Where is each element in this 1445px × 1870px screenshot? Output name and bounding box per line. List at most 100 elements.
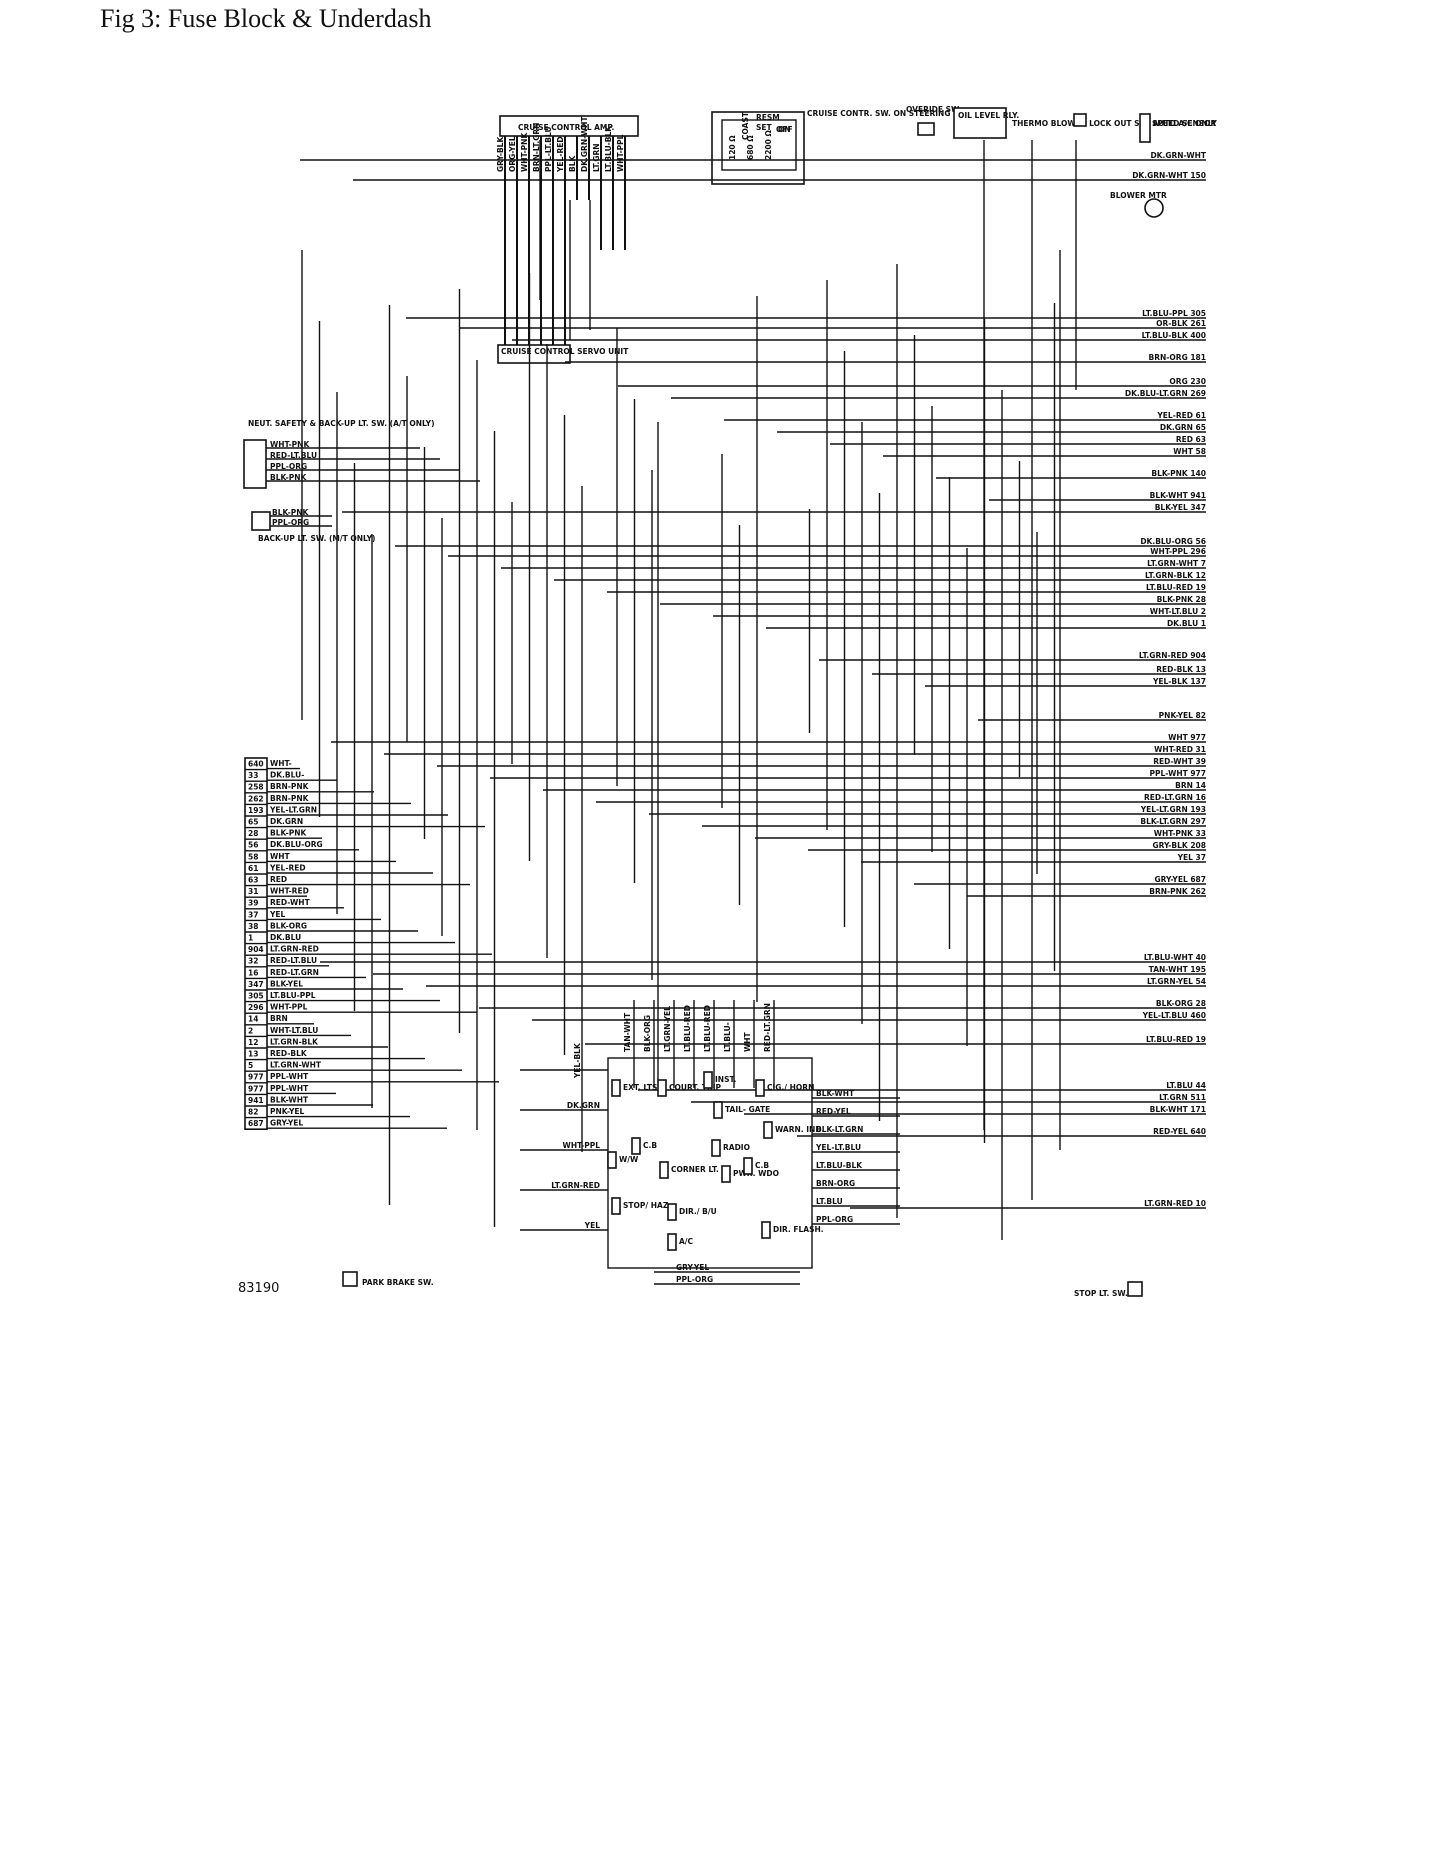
fuse-label: DIR./ B/U bbox=[679, 1207, 717, 1216]
left-connector-wire-label: RED-LT.BLU bbox=[270, 956, 317, 965]
fuse-top-wire-label: LT.BLU-RED bbox=[683, 1005, 692, 1052]
left-connector-wire-label: GRY-YEL bbox=[270, 1119, 303, 1128]
right-wire-label: LT.BLU-RED 19 bbox=[1146, 583, 1206, 592]
harness-verticals bbox=[301, 140, 1077, 1240]
blower-motor-label: BLOWER MTR bbox=[1110, 191, 1167, 200]
right-wire-label: BLK-PNK 140 bbox=[1151, 469, 1206, 478]
right-wire-label: BLK-YEL 347 bbox=[1155, 503, 1206, 512]
fuse-top-wire-label: RED-LT.GRN bbox=[763, 1003, 772, 1052]
fuse-top-wire-label: TAN-WHT bbox=[623, 1012, 632, 1052]
left-connector-wire-label: BLK-WHT bbox=[270, 1095, 309, 1104]
diagram-id: 83190 bbox=[238, 1281, 279, 1296]
right-wire-label: GRY-BLK 208 bbox=[1152, 841, 1206, 850]
cruise-amp-wire-label: DK.GRN-WHT bbox=[580, 116, 589, 172]
right-wire-label: RED-YEL 640 bbox=[1153, 1127, 1206, 1136]
left-connector-wire-label: LT.GRN-WHT bbox=[270, 1061, 322, 1070]
fuse bbox=[667, 1233, 677, 1251]
fuse-right-wire-label: BLK-LT.GRN bbox=[816, 1125, 863, 1134]
left-connector-wire-label: YEL-LT.GRN bbox=[269, 805, 317, 814]
left-connector-number: 305 bbox=[248, 992, 264, 1001]
left-connector-wire-label: BRN bbox=[270, 1014, 288, 1023]
fuse-top-wire-label: LT.BLU- bbox=[723, 1022, 732, 1052]
backup-switch-box bbox=[251, 511, 271, 531]
right-wire-label: LT.BLU 44 bbox=[1166, 1081, 1206, 1090]
left-connector-number: 31 bbox=[248, 887, 258, 896]
fuse bbox=[713, 1101, 723, 1119]
fuse bbox=[657, 1079, 667, 1097]
oil-relay-label: OIL LEVEL RLY. bbox=[958, 111, 1019, 120]
fuse-label: W/W bbox=[619, 1155, 639, 1164]
left-connector-wire-label: WHT- bbox=[270, 759, 292, 768]
left-connector-number: 82 bbox=[248, 1108, 258, 1117]
neutral-switch-box bbox=[243, 439, 267, 489]
cruise-switch-label: ON bbox=[778, 125, 791, 134]
fuse-top-wire-label: BLK-ORG bbox=[643, 1015, 652, 1052]
neutral-wire-label: PPL-ORG bbox=[270, 462, 307, 471]
left-connector-number: 58 bbox=[248, 852, 258, 861]
right-wire-label: LT.GRN-YEL 54 bbox=[1147, 977, 1206, 986]
cruise-switch-label: 2200 Ω bbox=[764, 130, 773, 160]
cruise-amp-wire-label: ORG-YEL bbox=[508, 136, 517, 172]
fuse-label: INST. bbox=[715, 1075, 736, 1084]
right-wire-label: DK.GRN-WHT bbox=[1150, 151, 1206, 160]
left-connector-number: 347 bbox=[248, 980, 264, 989]
cruise-switch-box bbox=[711, 111, 805, 185]
fuse-label: WARN. IND. bbox=[775, 1125, 825, 1134]
cruise-switch-inner bbox=[721, 119, 797, 171]
right-wire-label: BLK-WHT 171 bbox=[1150, 1105, 1206, 1114]
thermo-switch-label: THERMO BLOWER LOCK OUT SW. AUTO A/C ONLY bbox=[1012, 119, 1217, 128]
speed-sensor-label: SPEED SENSOR bbox=[1152, 119, 1217, 128]
left-connector-number: 61 bbox=[248, 864, 258, 873]
left-connector-wire-label: RED-WHT bbox=[270, 898, 311, 907]
left-connector-wire-label: RED-LT.GRN bbox=[270, 968, 319, 977]
left-connector-wire-label: DK.BLU bbox=[270, 933, 301, 942]
fuse-label: CORNER LT. bbox=[671, 1165, 719, 1174]
fuse bbox=[659, 1161, 669, 1179]
right-wire-label: WHT 977 bbox=[1168, 733, 1206, 742]
left-connector-wire-label: BLK-ORG bbox=[270, 921, 307, 930]
fuse-top-wire-label: LT.BLU-RED bbox=[703, 1005, 712, 1052]
right-wire-label: LT.GRN-BLK 12 bbox=[1145, 571, 1206, 580]
right-wire-label: RED-WHT 39 bbox=[1153, 757, 1206, 766]
cruise-amp-wire-label: PPL-LT.BLU bbox=[544, 126, 553, 172]
fuse-left-wire-label: WHT-PPL bbox=[563, 1141, 601, 1150]
cruise-switch-label: SET bbox=[756, 123, 773, 132]
left-connector-number: 65 bbox=[248, 818, 258, 827]
speed-sensor-box bbox=[1139, 113, 1151, 143]
left-connector-wire-label: RED-BLK bbox=[270, 1049, 308, 1058]
park-brake-switch bbox=[342, 1271, 358, 1287]
right-wire-label: RED 63 bbox=[1176, 435, 1206, 444]
cruise-amp-wire-label: BRN-LT.GRN bbox=[532, 123, 541, 172]
fuse bbox=[703, 1071, 713, 1089]
cruise-amp-wire-label: YEL-RED bbox=[556, 136, 565, 173]
right-wire-label: LT.GRN-RED 904 bbox=[1139, 651, 1206, 660]
neutral-wire-label: RED-LT.BLU bbox=[270, 451, 317, 460]
right-wire-label: BRN-ORG 181 bbox=[1149, 353, 1206, 362]
fuse-left-wire-label: YEL-BLK bbox=[573, 1042, 582, 1079]
left-connector-wire-label: LT.BLU-PPL bbox=[270, 991, 316, 1000]
right-wire-label: LT.BLU-WHT 40 bbox=[1144, 953, 1206, 962]
left-connector-number: 37 bbox=[248, 910, 258, 919]
fuse-label: PWR. WDO bbox=[733, 1169, 779, 1178]
fuse-label: C.B bbox=[643, 1141, 657, 1150]
fuse bbox=[631, 1137, 641, 1155]
left-connector-wire-label: BRN-PNK bbox=[270, 782, 310, 791]
left-connector-number: 12 bbox=[248, 1038, 258, 1047]
cruise-switch-label: OFF bbox=[776, 125, 793, 134]
right-wire-label: PPL-WHT 977 bbox=[1150, 769, 1206, 778]
fuse-label: CIG./ HORN bbox=[767, 1083, 814, 1092]
left-connector-wire-label: LT.GRN-RED bbox=[270, 945, 319, 954]
fuse-left-wire-label: DK.GRN bbox=[567, 1101, 600, 1110]
cruise-switch-label: 120 Ω bbox=[728, 135, 737, 160]
left-connector-wire-label: WHT-RED bbox=[270, 887, 309, 896]
fuse bbox=[721, 1165, 731, 1183]
left-connector-number: 38 bbox=[248, 922, 258, 931]
left-connector-number: 977 bbox=[248, 1073, 264, 1082]
left-connector-number: 296 bbox=[248, 1003, 264, 1012]
right-wire-label: BLK-ORG 28 bbox=[1156, 999, 1206, 1008]
right-wire-label: YEL-BLK 137 bbox=[1152, 677, 1206, 686]
